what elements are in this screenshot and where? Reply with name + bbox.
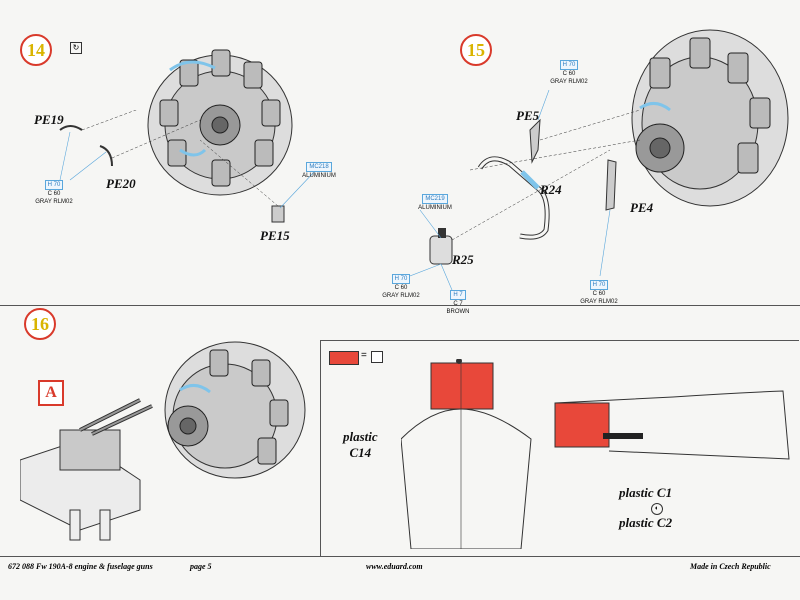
paint-line3: GRAY RLM02 [35, 199, 73, 205]
label-pe15: PE15 [260, 228, 290, 243]
step-15-engine-illustration [631, 29, 789, 207]
paint-line2: C 7 [453, 301, 463, 307]
footer-bar: 672 088 Fw 190A-8 engine & fuselage guns… [0, 556, 800, 577]
rotate-180-icon: ◐ [651, 503, 663, 515]
footer-url: www.eduard.com [366, 562, 423, 571]
footer-product: 672 088 Fw 190A-8 engine & fuselage guns [8, 562, 153, 571]
paint-callout-15-gray-left: H 70 C 60 GRAY RLM02 [376, 274, 426, 300]
label-pe20: PE20 [106, 176, 136, 191]
label-pe4: PE4 [630, 200, 654, 215]
paint-callout-15-gray-top: H 70 C 60 GRAY RLM02 [544, 60, 594, 86]
step-15-number: 15 [460, 34, 492, 66]
label-plastic-c2: plastic C2 [619, 515, 673, 530]
mask-legend-equals: = [361, 350, 367, 361]
paint-code: H 7 [450, 290, 466, 300]
paint-code: H 70 [391, 274, 411, 284]
step-15-exploded-parts [410, 90, 641, 290]
paint-code: H 70 [589, 280, 609, 290]
footer-made: Made in Czech Republic [690, 562, 771, 571]
paint-code: H 70 [559, 60, 579, 70]
label-r24: R24 [540, 182, 562, 197]
paint-callout-14-gray: H 70 C 60 GRAY RLM02 [32, 180, 76, 206]
paint-callout-15-gray-right: H 70 C 60 GRAY RLM02 [574, 280, 624, 306]
fuselage-side-view [554, 390, 790, 460]
paint-line2: C 60 [592, 291, 606, 297]
mask-legend-swatch [329, 351, 359, 365]
label-plastic-c1: plastic C1 [619, 485, 673, 500]
step-divider [0, 305, 800, 306]
paint-line2: C 60 [394, 285, 408, 291]
label-plastic-c14: plastic C14 [343, 429, 378, 460]
step-14-engine-illustration [147, 49, 293, 196]
label-r25: R25 [452, 252, 474, 267]
paint-line3: BROWN [446, 309, 470, 315]
paint-line2: ALUMINIUM [302, 173, 336, 179]
paint-code: H 70 [44, 180, 64, 190]
paint-callout-14-aluminium: MC218 ALUMINIUM [294, 162, 344, 180]
step-14-pe-parts [59, 110, 317, 223]
paint-line2: C 60 [562, 71, 576, 77]
label-pe19: PE19 [34, 112, 64, 127]
step-14-rotate-icon: ↻ [70, 42, 82, 54]
paint-line2: ALUMINIUM [418, 205, 452, 211]
variant-a-badge: A [38, 380, 64, 406]
paint-line3: GRAY RLM02 [550, 79, 588, 85]
label-pe5: PE5 [516, 108, 540, 123]
fuselage-front-view [401, 359, 532, 549]
step-16-engine-guns-illustration [20, 341, 306, 541]
step-16-number: 16 [24, 308, 56, 340]
paint-line2: C 60 [47, 191, 61, 197]
mask-legend-icon [371, 351, 383, 363]
footer-page: page 5 [190, 562, 212, 571]
paint-line3: GRAY RLM02 [580, 299, 618, 305]
paint-line3: GRAY RLM02 [382, 293, 420, 299]
paint-code: MC218 [306, 162, 332, 172]
paint-callout-15-brown: H 7 C 7 BROWN [440, 290, 476, 316]
paint-callout-15-aluminium: MC219 ALUMINIUM [410, 194, 460, 212]
step-14-number: 14 [20, 34, 52, 66]
mask-panel: = plastic C14 plastic C1 ◐ plastic C2 [320, 340, 799, 557]
paint-code: MC219 [422, 194, 448, 204]
